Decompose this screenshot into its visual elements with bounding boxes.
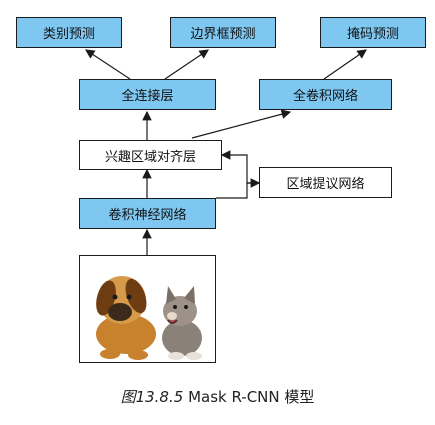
roi-align-node: 兴趣区域对齐层 [79, 140, 222, 170]
arrow-cnn-to-rpn [216, 178, 261, 199]
fc-layer-node: 全连接层 [79, 79, 216, 110]
cnn-node: 卷积神经网络 [79, 198, 216, 229]
arrow-roi-to-fcn [191, 109, 292, 139]
bbox-prediction-node: 边界框预测 [170, 17, 276, 48]
arrow-fc-to-bbox [164, 49, 209, 80]
figure-number: 图13.8.5 [120, 388, 184, 406]
class-prediction-node: 类别预测 [16, 17, 122, 48]
dog-and-cat-illustration [96, 276, 202, 360]
arrow-rpn-to-roi [220, 150, 259, 184]
rpn-node: 区域提议网络 [259, 167, 392, 198]
arrow-fcn-to-mask [323, 49, 367, 80]
figure-caption: 图13.8.5 Mask R-CNN 模型 [0, 386, 435, 407]
arrow-fc-to-class [84, 49, 131, 80]
input-image [79, 255, 216, 363]
mask-prediction-node: 掩码预测 [320, 17, 426, 48]
figure-title: Mask R-CNN 模型 [188, 388, 315, 406]
fcn-node: 全卷积网络 [259, 79, 392, 110]
